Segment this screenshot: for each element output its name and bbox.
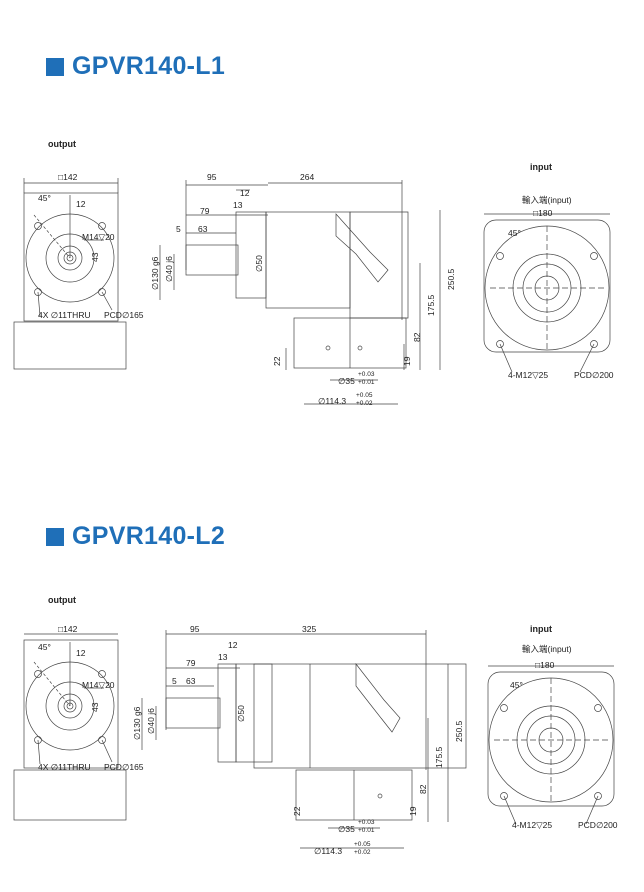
- dim-pcd: PCD∅165: [104, 762, 144, 772]
- output-base: [13, 321, 127, 370]
- dim-input-m12: 4-M12▽25: [512, 820, 552, 830]
- dim-35-tol-down: +0.01: [358, 827, 375, 834]
- dim-35: ∅35: [338, 824, 355, 834]
- dim-holes: 4X ∅11THRU: [38, 310, 91, 320]
- dim-130: ∅130 g6: [150, 256, 160, 290]
- dim-114-3: ∅114.3: [318, 396, 346, 406]
- dim-95: 95: [207, 172, 217, 182]
- dim-40: ∅40 j6: [164, 256, 174, 282]
- input-label: input: [530, 162, 552, 172]
- side-flange: [217, 663, 237, 763]
- input-pcd-circle: [484, 225, 610, 351]
- output-shaft: [185, 244, 239, 276]
- dim-square: □142: [58, 172, 78, 182]
- dim-input-angle: 45°: [510, 680, 523, 690]
- section-2-heading: GPVR140-L2: [46, 522, 225, 551]
- side-flange: [235, 211, 267, 299]
- output-label: output: [48, 139, 76, 149]
- dim-50: ∅50: [254, 255, 264, 272]
- dim-angle: 45°: [38, 193, 51, 203]
- motor-adapter-rib: [335, 213, 389, 283]
- dim-total: 325: [302, 624, 316, 634]
- dim-m14: M14▽20: [82, 680, 115, 690]
- output-flange-outline: [23, 192, 119, 322]
- dim-114-3: ∅114.3: [314, 846, 342, 856]
- dim-pcd: PCD∅165: [104, 310, 144, 320]
- dim-12-side: 12: [240, 188, 250, 198]
- output-base: [13, 769, 127, 821]
- section-1-title: GPVR140-L1: [72, 52, 226, 80]
- dim-175-5: 175.5: [434, 746, 444, 768]
- dim-175-5: 175.5: [426, 294, 436, 316]
- input-flange-outline: [483, 219, 611, 353]
- dim-19: 19: [408, 806, 418, 816]
- dim-angle: 45°: [38, 642, 51, 652]
- dim-12: 12: [76, 199, 86, 209]
- dim-holes: 4X ∅11THRU: [38, 762, 91, 772]
- dim-40: ∅40 j6: [146, 708, 156, 734]
- dim-50: ∅50: [236, 705, 246, 722]
- dim-79: 79: [186, 658, 196, 668]
- dim-35-tol-up: +0.03: [358, 371, 375, 378]
- dim-13: 13: [218, 652, 228, 662]
- dim-12: 12: [76, 648, 86, 658]
- dim-input-pcd: PCD∅200: [574, 370, 614, 380]
- gearbox-body: [265, 211, 351, 309]
- dim-input-angle: 45°: [508, 228, 521, 238]
- dim-250-5: 250.5: [454, 720, 464, 742]
- dim-43: 43: [90, 252, 100, 262]
- input-sub-label: 輸入端(input): [522, 644, 572, 654]
- dim-13: 13: [233, 200, 243, 210]
- input-sub-label: 輸入端(input): [522, 195, 572, 205]
- dim-79: 79: [200, 206, 210, 216]
- dim-total: 264: [300, 172, 314, 182]
- dim-250-5: 250.5: [446, 268, 456, 290]
- dim-input-m12: 4-M12▽25: [508, 370, 548, 380]
- output-flange-outline: [23, 639, 119, 769]
- section-1-heading: GPVR140-L1: [46, 52, 225, 81]
- output-shaft: [165, 697, 221, 729]
- dim-114-3-tol-down: +0.02: [356, 400, 373, 407]
- dim-input-square: □180: [535, 660, 555, 670]
- dim-22: 22: [272, 356, 282, 366]
- dim-square: □142: [58, 624, 78, 634]
- gearbox-body: [253, 663, 467, 769]
- dim-12-side: 12: [228, 640, 238, 650]
- dim-35-tol-up: +0.03: [358, 819, 375, 826]
- dim-114-3-tol-up: +0.05: [356, 392, 373, 399]
- dim-input-pcd: PCD∅200: [578, 820, 618, 830]
- dim-114-3-tol-up: +0.05: [354, 841, 371, 848]
- output-pcd-circle: [25, 213, 115, 303]
- dim-63: 63: [198, 224, 208, 234]
- output-label: output: [48, 595, 76, 605]
- dim-82: 82: [412, 332, 422, 342]
- dim-5: 5: [172, 676, 177, 686]
- dim-m14: M14▽20: [82, 232, 115, 242]
- dim-22: 22: [292, 806, 302, 816]
- dim-35-tol-down: +0.01: [358, 379, 375, 386]
- input-mount-block: [295, 769, 413, 821]
- dim-input-square: □180: [533, 208, 553, 218]
- dim-35: ∅35: [338, 376, 355, 386]
- input-mount-block: [293, 317, 407, 369]
- square-bullet-icon: [46, 527, 64, 546]
- square-bullet-icon: [46, 57, 64, 76]
- dim-82: 82: [418, 784, 428, 794]
- dim-95: 95: [190, 624, 200, 634]
- motor-adapter-rib: [355, 662, 401, 733]
- dim-114-3-tol-down: +0.02: [354, 849, 371, 856]
- input-label: input: [530, 624, 552, 634]
- dim-19: 19: [402, 356, 412, 366]
- section-2-title: GPVR140-L2: [72, 522, 226, 550]
- dim-5: 5: [176, 224, 181, 234]
- input-flange-outline: [487, 671, 615, 807]
- dim-63: 63: [186, 676, 196, 686]
- dim-130: ∅130 g6: [132, 706, 142, 740]
- dim-43: 43: [90, 702, 100, 712]
